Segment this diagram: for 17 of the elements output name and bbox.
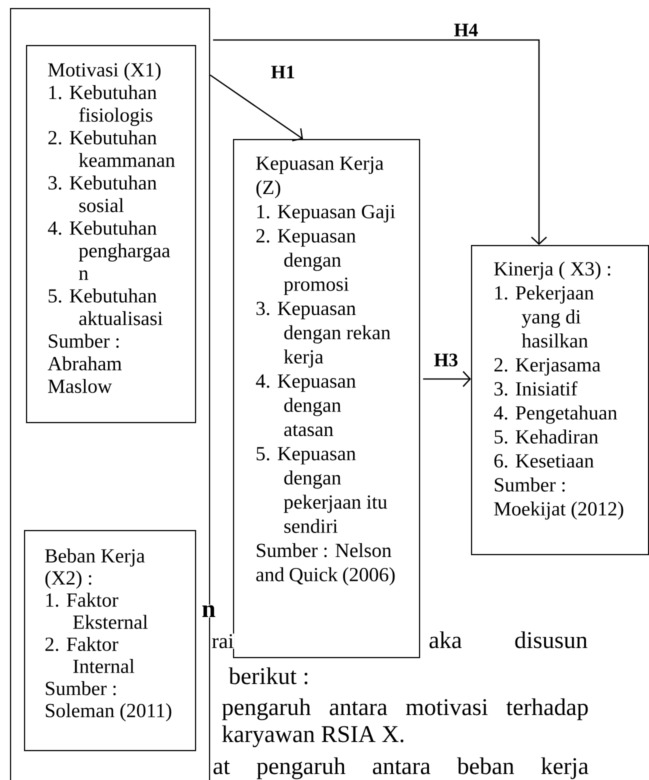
variable-box: Kinerja ( X3) : 1. Pekerjaan yang di hasilkan 2. Kerjasama 3. Inisiatif 4. Pengetahuan 5. Kehadiran 6. Kesetiaan Sumber : Moekijat (2012) [471,245,649,556]
edge-label: H3 [432,352,460,368]
body-text: berikut : [228,666,310,685]
variable-box: Motivasi (X1) 1. Kebutuhan fisiologis 2. Kebutuhan keammanan 3. Kebutuhan sosial 4. Kebutuhan penghargaa n 5. Kebutuhan aktualisasi Sumber : Abraham Maslow [26,45,196,424]
arrow [213,39,547,245]
body-text: n [201,604,216,618]
arrow [210,74,303,142]
body-text: aka disusun [428,630,588,649]
body-text: at pengaruh antara beban kerja [212,756,590,780]
body-text: pengaruh antara motivasi terhadap [221,698,590,721]
arrow [423,371,471,387]
edge-label: H4 [452,22,480,38]
variable-box: Kepuasan Kerja (Z) 1. Kepuasan Gaji 2. Kepuasan dengan promosi 3. Kepuasan dengan rekan kerja 4. Kepuasan dengan atasan 5. Kepuasan dengan pekerjaan itu sendiri Sumber : Nelson and Quick (2006) [233,139,420,658]
variable-box: Beban Kerja (X2) : 1. Faktor Eksternal 2. Faktor Internal Sumber : Soleman (2011) [24,530,196,752]
body-text: rai [211,634,234,649]
edge-label: H1 [270,64,296,80]
body-text: karyawan RSIA X. [221,724,406,748]
